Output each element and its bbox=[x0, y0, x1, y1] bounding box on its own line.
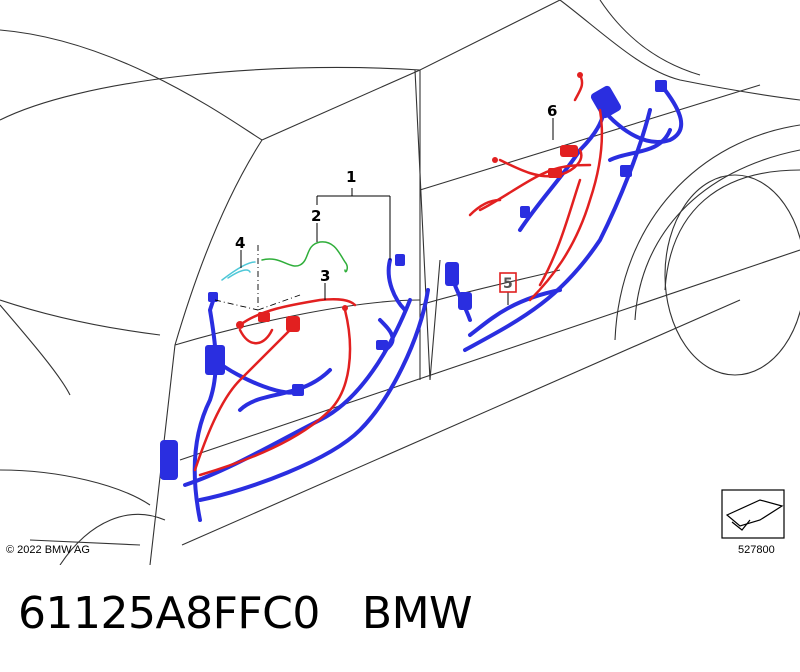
callout-5: 5 bbox=[503, 276, 513, 292]
callout-leaders bbox=[240, 118, 554, 305]
part-number: 61125A8FFC0 bbox=[18, 588, 320, 639]
image-number: 527800 bbox=[738, 544, 775, 556]
highlight-box-callout-5 bbox=[499, 272, 517, 293]
wiring-harness-diagram: 1 2 3 4 5 6 © 2022 BMW AG 527800 bbox=[0, 0, 800, 565]
callout-2: 2 bbox=[311, 207, 321, 225]
green-wiring-harness bbox=[261, 241, 348, 273]
callout-6: 6 bbox=[547, 102, 557, 120]
assembly-lines bbox=[214, 245, 301, 311]
cyan-wiring-harness bbox=[221, 261, 256, 281]
blue-wiring-harness bbox=[183, 88, 684, 522]
view-direction-icon bbox=[721, 489, 785, 539]
blue-connectors bbox=[160, 80, 667, 480]
red-connectors bbox=[236, 72, 583, 332]
brand-name: BMW bbox=[361, 588, 473, 639]
callout-3: 3 bbox=[320, 267, 330, 285]
vehicle-body-outline bbox=[0, 0, 800, 565]
callout-1: 1 bbox=[346, 168, 356, 186]
caption-line: 61125A8FFC0 BMW bbox=[18, 588, 473, 639]
copyright-notice: © 2022 BMW AG bbox=[6, 544, 90, 556]
callout-4: 4 bbox=[235, 234, 245, 252]
